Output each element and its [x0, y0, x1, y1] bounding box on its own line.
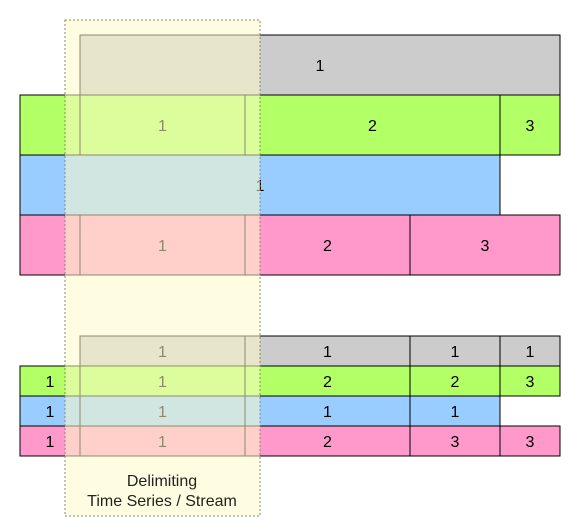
bottom-lane-green-segment-1-label: 1: [46, 374, 55, 391]
bottom-lane-pink-segment-4-label: 3: [451, 434, 460, 451]
top-lane-pink-segment-3: [244, 214, 411, 276]
bottom-lane-green-segment-5-label: 3: [526, 374, 535, 391]
bottom-lane-blue-segment-4-label: 1: [451, 404, 460, 421]
bottom-lane-pink-segment-4: [409, 425, 501, 457]
bottom-lane-gray-segment-3: [409, 335, 501, 367]
bottom-lane-green-segment-4-label: 2: [451, 374, 460, 391]
bottom-lane-green-segment-3-label: 2: [323, 374, 332, 391]
bottom-lane-pink-segment-3-label: 2: [323, 434, 332, 451]
bottom-lane-blue-segment-3-label: 1: [323, 404, 332, 421]
top-lane-pink-segment-4-label: 3: [481, 238, 490, 255]
delimiting-window-box: [64, 19, 261, 517]
top-lane-pink-segment-3-label: 2: [323, 238, 332, 255]
bottom-lane-green-segment-4: [409, 365, 501, 397]
top-lane-green-segment-3-label: 2: [368, 118, 377, 135]
top-lane-green-segment-3: [244, 94, 501, 156]
delimiting-window: Delimiting Time Series / Stream: [64, 19, 261, 517]
bottom-lane-gray-segment-2: [244, 335, 411, 367]
top-lane-gray-segment-1-label: 1: [316, 58, 325, 75]
bottom-lane-green-segment-3: [244, 365, 411, 397]
top-lane-pink-segment-4: [409, 214, 561, 276]
bottom-lane-pink-segment-5: [499, 425, 561, 457]
bottom-lane-pink-segment-1-label: 1: [46, 434, 55, 451]
bottom-lane-gray-segment-3-label: 1: [451, 344, 460, 361]
bottom-lane-blue-segment-1-label: 1: [46, 404, 55, 421]
bottom-lane-blue-segment-4: [409, 395, 501, 427]
bottom-lane-gray-segment-4-label: 1: [526, 344, 535, 361]
top-lane-green-segment-4-label: 3: [526, 118, 535, 135]
top-lane-green-segment-4: [499, 94, 561, 156]
window-caption-line2: Time Series / Stream: [87, 493, 237, 510]
window-caption-line1: Delimiting: [127, 473, 197, 490]
bottom-lane-pink-segment-5-label: 3: [526, 434, 535, 451]
bottom-lane-gray-segment-2-label: 1: [323, 344, 332, 361]
bottom-lane-green-segment-5: [499, 365, 561, 397]
